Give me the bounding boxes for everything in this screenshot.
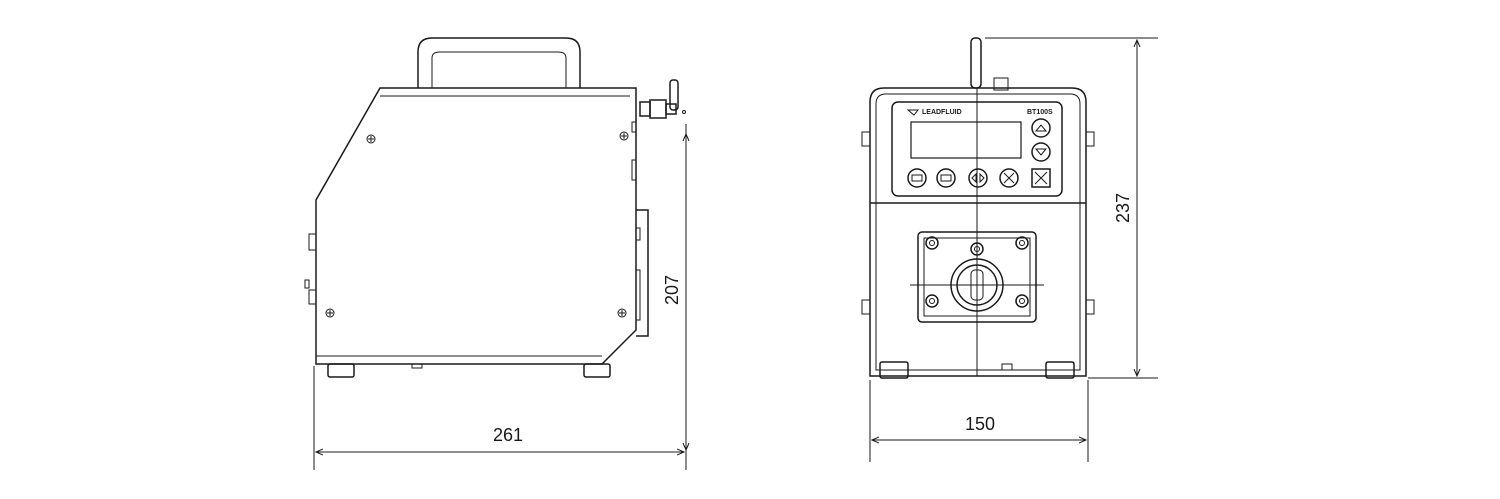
side-body [315, 87, 637, 365]
start-stop-button[interactable] [907, 168, 927, 188]
side-dimensions: 261 207 [313, 124, 686, 470]
front-foot [879, 361, 909, 379]
arrow-up-button[interactable] [1031, 118, 1051, 138]
screw-icon [617, 308, 627, 318]
screw-icon [325, 308, 335, 318]
front-foot [1045, 361, 1075, 379]
front-height-label: 237 [1113, 193, 1133, 223]
front-body [869, 87, 1087, 377]
setting-button[interactable] [999, 168, 1019, 188]
lcd-display [910, 121, 1022, 159]
side-handle [417, 37, 581, 88]
side-depth-label: 261 [493, 425, 523, 445]
front-view: LEADFLUID BT100S [861, 37, 1095, 379]
side-foot [327, 363, 355, 378]
full-speed-button[interactable] [968, 168, 988, 188]
arrow-down-button[interactable] [1031, 142, 1051, 162]
direction-button[interactable] [936, 168, 956, 188]
front-antenna-icon [970, 37, 982, 89]
screw-icon [619, 131, 629, 141]
front-dimensions: 150 237 [869, 37, 1158, 462]
side-height-label: 207 [662, 275, 682, 305]
side-view [304, 37, 686, 378]
side-foot [583, 363, 611, 378]
model-label: BT100S [1027, 109, 1053, 116]
front-width-label: 150 [965, 414, 995, 434]
brand-label: LEADFLUID [922, 109, 962, 116]
prime-button[interactable] [1031, 168, 1051, 188]
screw-icon [366, 134, 376, 144]
antenna-icon [639, 79, 686, 119]
